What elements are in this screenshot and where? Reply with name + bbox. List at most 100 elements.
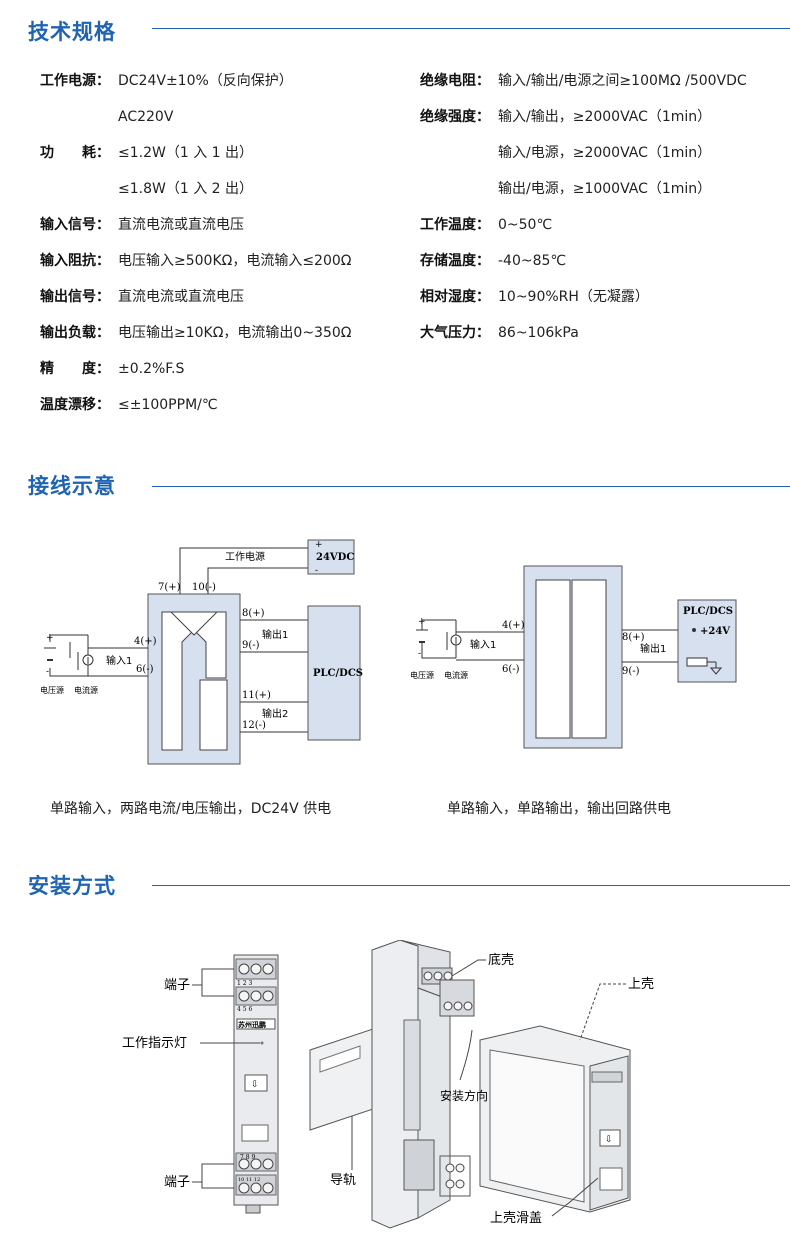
section-title-install: 安装方式 (28, 874, 116, 898)
spec-row: 温度漂移： ≤±100PPM/℃ (40, 395, 218, 415)
rail-slot (319, 1045, 361, 1073)
install-exploded-view: ⇩ 底壳 上壳 安装方向 导轨 上壳滑盖 (309, 940, 654, 1229)
spec-row: 输入阻抗： 电压输入≥500KΩ，电流输入≤200Ω (40, 251, 351, 271)
spec-row: 精 度：±0.2%F.S (40, 359, 184, 379)
ground-icon (709, 667, 723, 675)
top-terminal-numbers-2: 4 5 6 (237, 1006, 252, 1013)
terminal-8: 8(+) (622, 632, 645, 643)
upper-slide-cover (599, 1167, 623, 1191)
spec-label: 大气压力： (420, 325, 490, 341)
label-direction: 安装方向 (440, 1088, 488, 1103)
direction-arrow (459, 1029, 473, 1081)
spec-row: 相对湿度： 10~90%RH（无凝露） (420, 287, 649, 307)
spec-row: 输入信号：直流电流或直流电压 (40, 215, 244, 235)
spec-value: ≤±100PPM/℃ (118, 397, 218, 413)
load-resistor (686, 657, 708, 667)
section-title-specs: 技术规格 (28, 20, 116, 44)
screw-icon (262, 1158, 274, 1170)
spec-label: 绝缘强度： (420, 109, 490, 125)
spec-value: DC24V±10%（反向保护） (118, 73, 293, 89)
upper-shell-face (489, 1049, 585, 1203)
spec-value: 10~90%RH（无凝露） (498, 289, 649, 305)
screw-icon (238, 1158, 250, 1170)
vsrc-wire-bottom (49, 668, 88, 677)
label-upper-shell: 上壳 (628, 977, 654, 992)
spec-value: 直流电流或直流电压 (118, 217, 244, 233)
screw-icon (445, 1163, 455, 1173)
spec-value: AC220V (118, 109, 174, 125)
callout-line (192, 968, 234, 986)
current-source-label: 电流源 (74, 685, 98, 695)
vsrc-plus: + (46, 633, 54, 643)
spec-value: 输出/电源，≥1000VAC（1min） (498, 181, 712, 197)
terminal-7: 7(+) (158, 582, 181, 593)
screw-icon (250, 990, 262, 1002)
spec-label: 相对湿度： (420, 289, 490, 305)
spec-label: 绝缘电阻： (420, 73, 490, 89)
spec-label: 工作电源： (40, 73, 110, 89)
spec-value: ±0.2%F.S (118, 361, 185, 377)
screw-icon (423, 971, 433, 981)
vsrc-wire-top (421, 619, 456, 630)
slide-arrow-icon: ⇩ (251, 1080, 259, 1090)
spec-row: 工作温度：0~50℃ (420, 215, 552, 235)
label-base-shell: 底壳 (488, 952, 514, 968)
screw-icon (262, 963, 274, 975)
input-label: 输入1 (106, 654, 132, 667)
diagram2-caption: 单路输入，单路输出，输出回路供电 (447, 801, 671, 817)
spec-label: 输出信号： (40, 289, 110, 305)
terminal-12: 12(-) (242, 720, 266, 731)
spec-row: ≤1.8W（1 入 2 出） (40, 179, 253, 199)
pcb-connector (403, 1019, 421, 1131)
spec-row: 存储温度：-40~85℃ (420, 251, 566, 271)
label-slide-cover: 上壳滑盖 (490, 1211, 542, 1226)
base-terminal-bottom-block (439, 1155, 471, 1197)
label-window (241, 1124, 269, 1142)
spec-value: 电压输出≥10KΩ，电流输出0~350Ω (118, 325, 352, 341)
section-divider (152, 486, 790, 487)
spec-label: 工作温度： (420, 217, 490, 233)
input-label: 输入1 (470, 638, 496, 651)
spec-value: 输入/输出/电源之间≥100MΩ /500VDC (498, 73, 747, 89)
screw-icon (455, 1163, 465, 1173)
callout-line (201, 985, 234, 997)
output2-label: 输出2 (262, 707, 288, 720)
callout-line (201, 1182, 234, 1189)
section-divider (152, 28, 790, 29)
power-vdc-label: 24VDC (316, 552, 354, 563)
spec-value: ≤1.2W（1 入 1 出） (118, 145, 254, 161)
section-title-wiring: 接线示意 (28, 474, 116, 498)
label-terminal-bottom: 端子 (164, 1175, 190, 1190)
label-rail: 导轨 (330, 1173, 356, 1188)
spec-value: 输入/电源，≥2000VAC（1min） (498, 145, 712, 161)
vsrc-plus: + (418, 617, 426, 627)
terminal-9: 9(-) (622, 666, 640, 677)
brand-plate (236, 1018, 276, 1030)
power-minus-label: - (315, 566, 318, 576)
spec-row: 大气压力： 86~106kPa (420, 323, 579, 343)
spec-row: 输出负载：电压输出≥10KΩ，电流输出0~350Ω (40, 323, 351, 343)
screw-icon (443, 1001, 453, 1011)
spec-row: 绝缘电阻： 输入/输出/电源之间≥100MΩ /500VDC (420, 71, 747, 91)
power-line-plus (179, 547, 310, 594)
plc-box (677, 599, 737, 683)
spec-row: AC220V (40, 107, 173, 127)
terminal-6: 6(-) (136, 664, 154, 675)
vsrc-minus: - (418, 649, 421, 659)
screw-icon (433, 971, 443, 981)
vsrc-minus: - (46, 667, 49, 677)
spec-label: 输入阻抗： (40, 253, 110, 269)
callout-line (551, 1177, 599, 1217)
spec-value: 86~106kPa (498, 325, 579, 341)
install-front-view: 1 2 3 4 5 6 苏州迅鹏 ⇩ 7 8 9 10 11 12 端子 工作指… (122, 954, 279, 1214)
module-inner-right (571, 579, 607, 739)
power-label: 工作电源 (225, 550, 265, 563)
section-divider (152, 885, 790, 886)
spec-value: 电压输入≥500KΩ，电流输入≤200Ω (118, 253, 352, 269)
screw-icon (238, 990, 250, 1002)
spec-label: 温度漂移： (40, 397, 110, 413)
brand-label: 苏州迅鹏 (238, 1020, 266, 1029)
bottom-terminal-numbers-2: 10 11 12 (238, 1177, 260, 1183)
screw-icon (463, 1001, 473, 1011)
spec-value: ≤1.8W（1 入 2 出） (118, 181, 254, 197)
